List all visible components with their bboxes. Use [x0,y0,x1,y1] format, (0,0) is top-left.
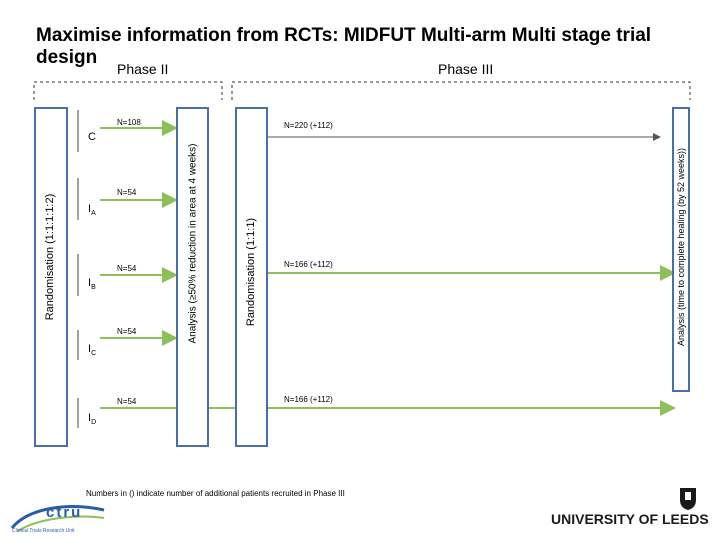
n-p3-ib: N=166 (+112) [284,260,333,269]
arm-label-ia: IA [88,203,96,218]
n-p3-c: N=220 (+112) [284,121,333,130]
phase-ii-bracket [33,81,223,100]
randomisation-phase3-label: Randomisation (1:1:1) [245,217,257,327]
phase-iii-bracket [231,81,691,100]
leeds-wordmark: UNIVERSITY OF LEEDS [551,511,709,527]
arm-label-ib: IB [88,277,96,292]
randomisation-phase2-label: Randomisation (1:1:1:1:2) [44,193,56,321]
ctru-wordmark: ctru [46,504,83,521]
n-ic: N=54 [117,327,137,336]
page-title: Maximise information from RCTs: MIDFUT M… [36,25,652,68]
footnote: Numbers in () indicate number of additio… [86,489,345,498]
n-c: N=108 [117,118,141,127]
analysis-phase2-label: Analysis (≥50% reduction in area at 4 we… [187,143,199,344]
randomisation-box-phase3 [235,107,268,447]
n-p3-id: N=166 (+112) [284,395,333,404]
analysis-box-phase2 [176,107,209,447]
ctru-swoosh-icon [10,505,105,532]
arm-label-id: ID [88,412,97,427]
leeds-crest-icon [678,486,698,510]
ctru-logo: ctru Clinical Trials Research Unit [8,500,108,538]
randomisation-box-phase2 [34,107,68,447]
n-ia: N=54 [117,188,137,197]
phase-ii-label: Phase II [117,61,169,77]
analysis-box-phase3 [672,107,690,392]
analysis-phase3-label: Analysis (time to complete healing (by 5… [676,147,686,347]
phase-iii-label: Phase III [438,61,494,77]
n-id: N=54 [117,397,137,406]
ctru-tagline: Clinical Trials Research Unit [12,528,75,534]
arm-label-ic: IC [88,343,97,358]
arm-label-c: C [88,131,96,143]
n-ib: N=54 [117,264,137,273]
